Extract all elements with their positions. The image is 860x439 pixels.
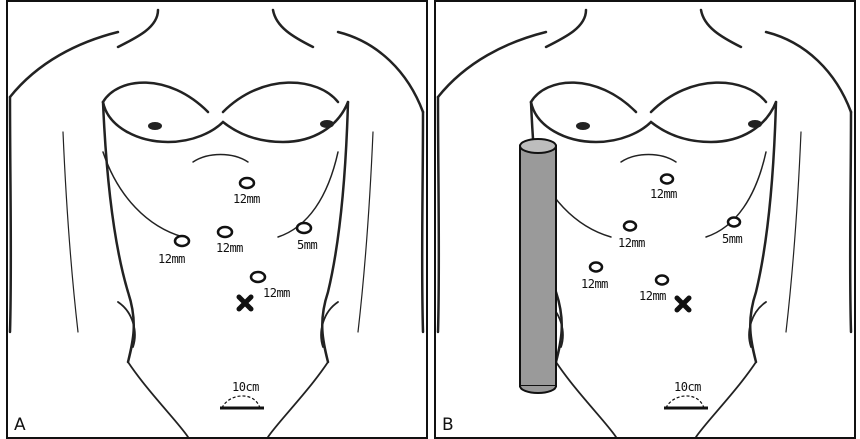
incision-scale-b — [664, 396, 708, 408]
incision-scale-a — [220, 396, 264, 408]
port-label-a-1: 12mm — [233, 192, 260, 206]
panel-label-b: B — [442, 415, 454, 435]
port-marker-b-1 — [661, 175, 673, 184]
scale-label-b: 10cm — [674, 380, 701, 394]
navel-marker-b — [677, 298, 689, 310]
bolster-cylinder — [520, 139, 556, 393]
panel-label-a: A — [14, 415, 26, 435]
port-label-b-5: 12mm — [639, 289, 666, 303]
port-marker-b-2 — [590, 263, 602, 272]
port-marker-a-2 — [175, 236, 189, 246]
port-label-b-3: 12mm — [618, 236, 645, 250]
torso-outline-b — [436, 2, 854, 437]
port-label-a-5: 12mm — [263, 286, 290, 300]
port-label-b-4: 5mm — [722, 232, 742, 246]
port-label-b-1: 12mm — [650, 187, 677, 201]
torso-outline-a — [8, 2, 426, 437]
port-label-b-2: 12mm — [581, 277, 608, 291]
port-marker-a-1 — [240, 178, 254, 188]
panel-b: 12mm 12mm 12mm 5mm 12mm 10cm B — [434, 0, 856, 439]
navel-marker-a — [239, 297, 251, 309]
scale-label-a: 10cm — [232, 380, 259, 394]
port-marker-b-5 — [656, 276, 668, 285]
port-label-a-4: 5mm — [297, 238, 317, 252]
panel-a: 12mm 12mm 12mm 5mm 12mm 10cm A — [6, 0, 428, 439]
port-marker-b-4 — [728, 218, 740, 227]
port-marker-b-3 — [624, 222, 636, 231]
port-label-a-3: 12mm — [216, 241, 243, 255]
port-marker-a-3 — [218, 227, 232, 237]
port-marker-a-4 — [297, 223, 311, 233]
port-label-a-2: 12mm — [158, 252, 185, 266]
port-marker-a-5 — [251, 272, 265, 282]
